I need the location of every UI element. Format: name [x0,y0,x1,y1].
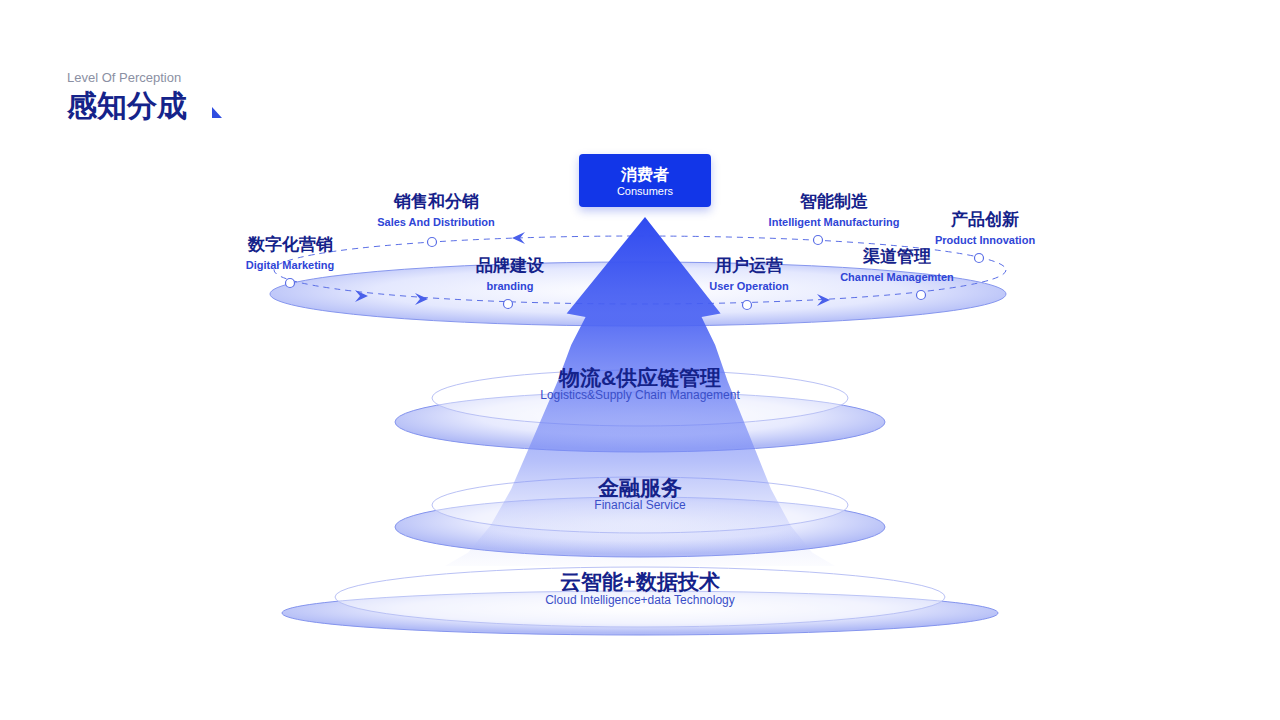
node-subtitle: User Operation [649,279,849,293]
page-title: 感知分成 [67,88,187,124]
orbit-marker-dot [286,279,295,288]
node-title: 智能制造 [734,192,934,212]
orbit-marker [283,276,297,290]
orbit-marker-dot [814,236,823,245]
orbit-marker [914,288,928,302]
node-title: 消费者 [579,164,711,186]
node-subtitle: Cloud Intelligence+data Technology [280,593,1000,607]
actor-box: 消费者Consumers [579,154,711,207]
orbit-node: 销售和分销 Sales And Distribution [336,192,536,250]
node-subtitle: Financial Service [393,498,887,512]
orbit-marker-dot [428,238,437,247]
orbit-chevron [512,232,525,244]
node-subtitle: Digital Marketing [190,258,390,272]
node-title: 数字化营销 [190,235,390,255]
orbit-chevron [415,293,428,305]
subtitle-label: Level Of Perception [67,70,181,85]
node-title: 品牌建设 [410,256,610,276]
orbit-marker-dot [504,300,513,309]
node-subtitle: Logistics&Supply Chain Management [393,388,887,402]
orbit-node: 智能制造 Intelligent Manufacturing [734,192,934,248]
node-subtitle: branding [410,279,610,293]
orbit-marker-dot [743,301,752,310]
orbit-marker-dot [917,291,926,300]
orbit-marker [811,233,825,247]
node-subtitle: Consumers [579,184,711,198]
layer-band: 云智能+数据技术Cloud Intelligence+data Technolo… [280,566,1000,638]
node-title: 云智能+数据技术 [280,570,1000,594]
node-title: 渠道管理 [797,247,997,267]
orbit-marker [425,235,439,249]
orbit-marker [740,298,754,312]
node-title: 物流&供应链管理 [393,366,887,390]
orbit-marker-dot [975,254,984,263]
node-title: 用户运营 [649,256,849,276]
orbit-chevron [817,294,830,306]
orbit-marker [501,297,515,311]
title-mark [212,107,222,118]
node-subtitle: Product Innovation [885,233,1085,247]
node-subtitle: Intelligent Manufacturing [734,215,934,229]
orbit-chevron [355,290,368,302]
node-title: 销售和分销 [336,192,536,212]
orbit-marker [972,251,986,265]
node-title: 金融服务 [393,476,887,500]
node-title: 产品创新 [885,210,1085,230]
node-subtitle: Sales And Distribution [336,215,536,229]
node-subtitle: Channel Managemten [797,270,997,284]
